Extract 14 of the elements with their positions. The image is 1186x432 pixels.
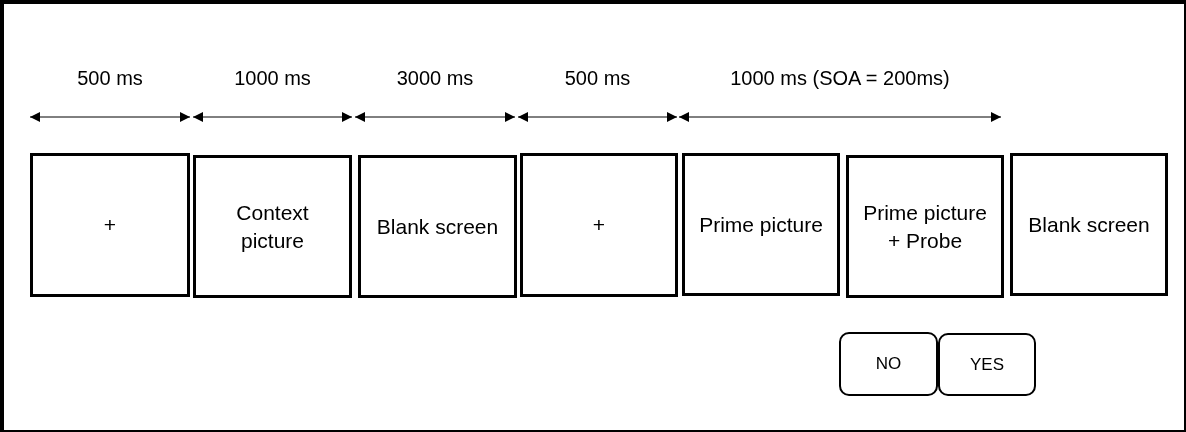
screen-box: + <box>30 153 190 297</box>
screen-box: Blank screen <box>358 155 517 298</box>
duration-label: 500 ms <box>77 66 143 90</box>
screen-box: + <box>520 153 678 297</box>
duration-label: 3000 ms <box>396 66 474 90</box>
screen-box: Prime picture <box>682 153 840 296</box>
duration-label: 1000 ms <box>234 66 311 90</box>
duration-label: 500 ms <box>564 66 631 90</box>
screen-box: Blank screen <box>1010 153 1168 296</box>
response-box: YES <box>938 333 1036 396</box>
response-box: NO <box>839 332 938 396</box>
duration-label: 1000 ms (SOA = 200ms) <box>730 66 950 90</box>
screen-box: Context picture <box>193 155 352 298</box>
screen-box: Prime picture + Probe <box>846 155 1004 298</box>
